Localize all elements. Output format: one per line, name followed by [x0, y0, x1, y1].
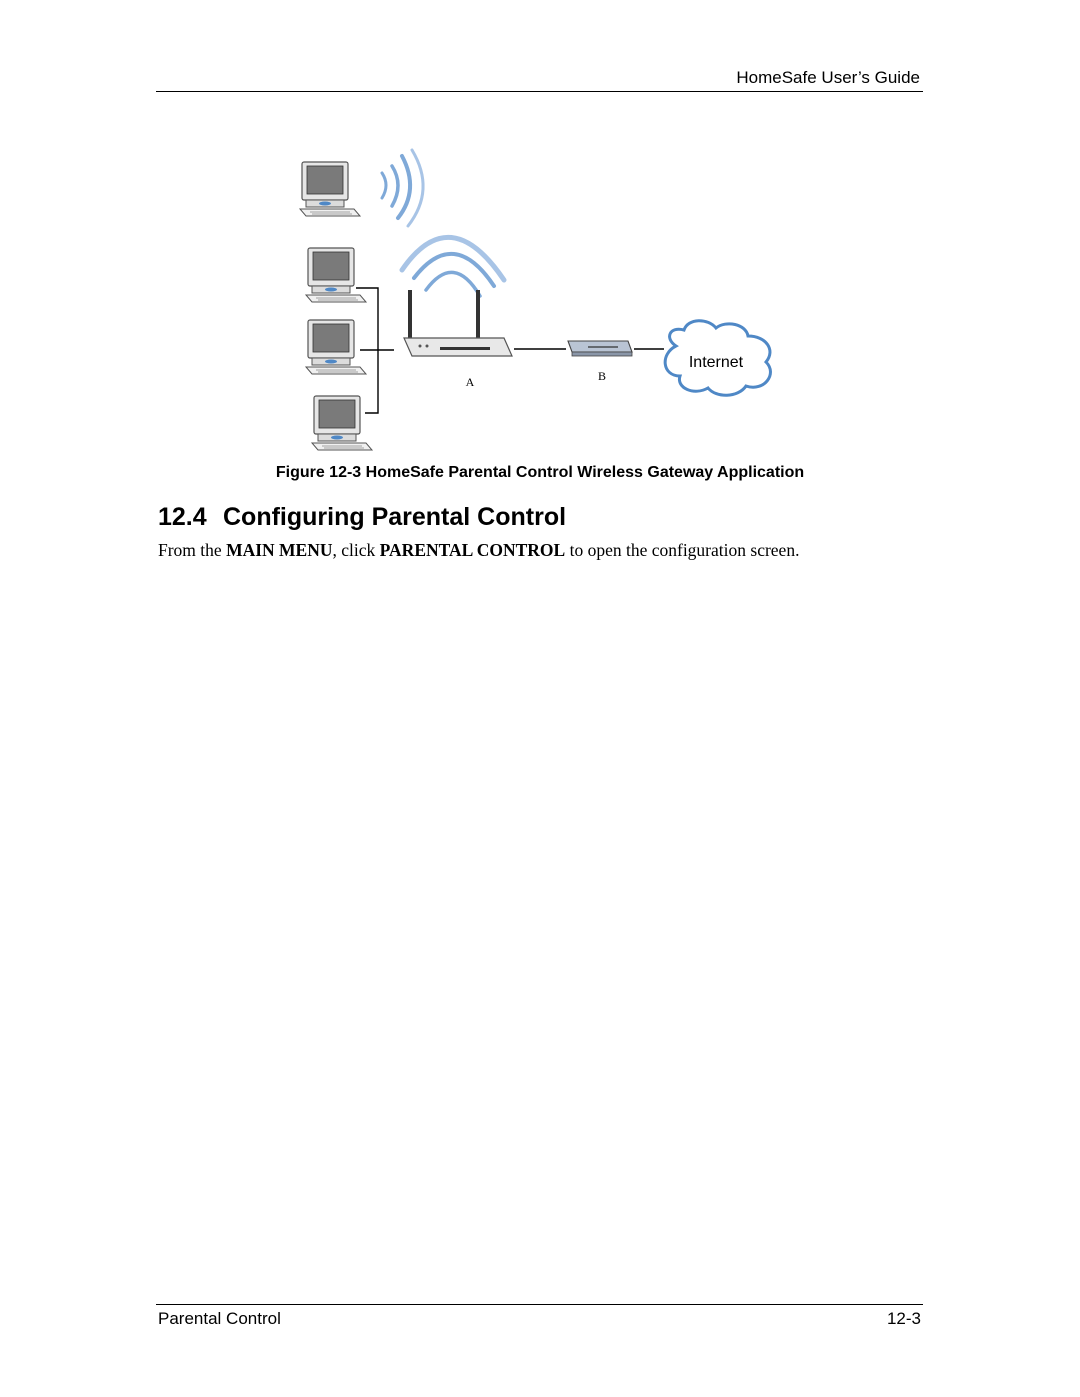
wifi-signal-icon: [399, 234, 507, 298]
page-header-title: HomeSafe User’s Guide: [736, 68, 920, 87]
computer-icon: [299, 161, 361, 217]
section-heading: 12.4 Configuring Parental Control: [158, 503, 566, 532]
cloud-label: Internet: [689, 354, 744, 371]
wifi-signal-icon: [380, 148, 425, 228]
modem-icon: [567, 340, 633, 357]
internet-cloud-icon: [663, 319, 772, 397]
label-a: A: [466, 375, 475, 389]
computer-icon: [311, 395, 373, 451]
label-b: B: [598, 369, 606, 383]
main-menu-term: MAIN MENU: [226, 540, 333, 560]
body-text-1: From the: [158, 540, 227, 560]
section-title: Configuring Parental Control: [223, 503, 567, 531]
footer-rule: [156, 1304, 923, 1305]
computer-icon: [305, 247, 367, 303]
section-number: 12.4: [158, 503, 207, 531]
figure-caption: Figure 12-3 HomeSafe Parental Control Wi…: [275, 464, 805, 481]
body-text-2: , click: [332, 540, 380, 560]
parental-control-term: PARENTAL CONTROL: [379, 540, 566, 560]
body-text-3: to open the configuration screen.: [565, 540, 800, 560]
computer-icon: [305, 319, 367, 375]
wireless-gateway-icon: [403, 290, 513, 357]
footer-page-number: 12-3: [886, 1309, 921, 1328]
footer-chapter: Parental Control: [158, 1309, 281, 1328]
header-rule: [156, 91, 923, 92]
network-diagram: A B Internet: [290, 140, 790, 455]
body-paragraph: From the MAIN MENU, click PARENTAL CONTR…: [158, 540, 799, 561]
